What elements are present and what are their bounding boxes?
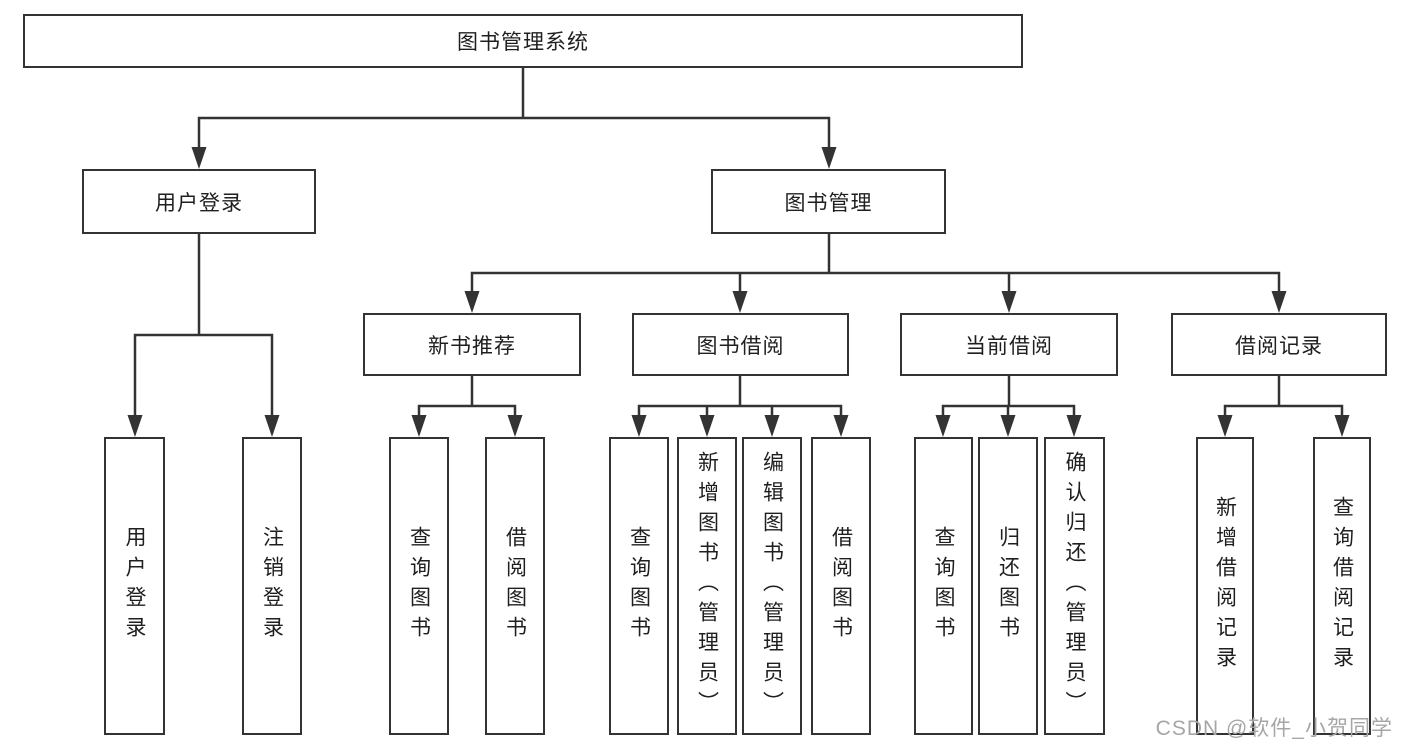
node-book-management: 图书管理 [711, 169, 946, 234]
connector-userlogin-to-leaves [133, 234, 274, 419]
connector-borrowing-to-leaves [637, 376, 843, 419]
leaf-add-borrow-record: 新增借阅记录 [1196, 437, 1254, 735]
leaf-borrow-books-recommend-label: 借阅图书 [503, 526, 527, 646]
leaf-user-login-label: 用户登录 [123, 526, 146, 646]
connector-root-to-level2 [197, 68, 831, 151]
node-borrow-records-label: 借阅记录 [1235, 334, 1323, 358]
connector-records-to-leaves [1223, 376, 1344, 419]
node-new-book-recommend: 新书推荐 [363, 313, 581, 376]
node-user-login-label: 用户登录 [155, 191, 243, 215]
connector-bookmgmt-to-level3 [470, 234, 1281, 295]
node-current-borrowing: 当前借阅 [900, 313, 1118, 376]
leaf-query-books-recommend-label: 查询图书 [407, 526, 431, 646]
leaf-query-books-recommend: 查询图书 [389, 437, 449, 735]
leaf-user-login: 用户登录 [104, 437, 165, 735]
leaf-confirm-return-admin-label: 确认归还（管理员） [1063, 451, 1086, 721]
leaf-add-book-admin-label: 新增图书（管理员） [695, 451, 719, 721]
node-book-borrowing-label: 图书借阅 [696, 334, 785, 358]
leaf-query-borrow-record-label: 查询借阅记录 [1330, 496, 1354, 676]
node-library-system-label: 图书管理系统 [457, 31, 589, 54]
watermark: CSDN @软件_小贺同学 [1155, 717, 1393, 740]
node-book-borrowing: 图书借阅 [632, 313, 849, 376]
leaf-edit-book-admin-label: 编辑图书（管理员） [760, 451, 784, 721]
leaf-add-book-admin: 新增图书（管理员） [677, 437, 737, 735]
leaf-query-books-current-label: 查询图书 [932, 526, 955, 646]
leaf-logout-label: 注销登录 [260, 526, 284, 646]
node-library-system: 图书管理系统 [23, 14, 1023, 68]
node-current-borrowing-label: 当前借阅 [965, 334, 1053, 358]
leaf-borrow-books-borrowing: 借阅图书 [811, 437, 871, 735]
leaf-return-books: 归还图书 [978, 437, 1038, 735]
leaf-query-books-borrowing-label: 查询图书 [627, 526, 651, 646]
leaf-query-books-current: 查询图书 [914, 437, 973, 735]
leaf-confirm-return-admin: 确认归还（管理员） [1044, 437, 1105, 735]
leaf-query-borrow-record: 查询借阅记录 [1313, 437, 1371, 735]
node-book-management-label: 图书管理 [784, 191, 873, 215]
leaf-add-borrow-record-label: 新增借阅记录 [1213, 496, 1237, 676]
connector-current-to-leaves [941, 376, 1076, 419]
leaf-borrow-books-recommend: 借阅图书 [485, 437, 545, 735]
leaf-borrow-books-borrowing-label: 借阅图书 [829, 526, 853, 646]
connector-newbook-to-leaves [417, 376, 517, 419]
leaf-query-books-borrowing: 查询图书 [609, 437, 669, 735]
node-new-book-recommend-label: 新书推荐 [428, 334, 516, 358]
node-borrow-records: 借阅记录 [1171, 313, 1387, 376]
leaf-logout: 注销登录 [242, 437, 302, 735]
leaf-return-books-label: 归还图书 [996, 526, 1020, 646]
leaf-edit-book-admin: 编辑图书（管理员） [742, 437, 802, 735]
arrowheads [127, 147, 1350, 437]
node-user-login: 用户登录 [82, 169, 316, 234]
